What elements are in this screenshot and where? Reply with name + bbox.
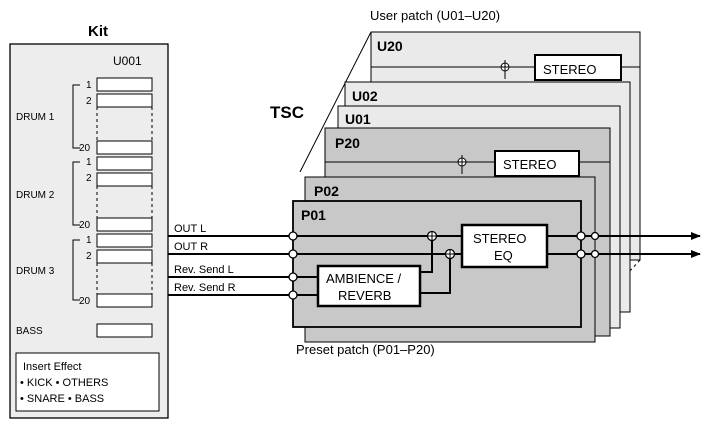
out-l-label: OUT L (174, 223, 206, 235)
drum1-num-20: 20 (79, 143, 91, 154)
reverb-out-l-route (420, 236, 433, 273)
rev-send-r-label: Rev. Send R (174, 282, 236, 294)
input-junctions (288, 231, 298, 300)
out-r-label: OUT R (174, 241, 208, 253)
patch-p02-label: P02 (314, 183, 339, 199)
sum-node-r (444, 248, 456, 260)
reverb-out-r-route (420, 254, 451, 294)
drum3-num-1: 1 (86, 235, 92, 246)
drum1-num-2: 2 (86, 96, 92, 107)
rev-send-l-label: Rev. Send L (174, 264, 234, 276)
insert-effect-box (15, 352, 160, 412)
output-junctions (576, 231, 600, 259)
p20-stereo-label: STEREO (503, 157, 556, 172)
drum3-bracket (72, 239, 80, 301)
stereo-eq-block (460, 223, 549, 269)
drum1-bracket (72, 84, 80, 149)
insert-effect-line1: • KICK • OTHERS (20, 377, 108, 389)
patch-u01-label: U01 (345, 111, 371, 127)
drum3-slot-1 (96, 233, 153, 248)
drum3-num-2: 2 (86, 251, 92, 262)
drum2-num-20: 20 (79, 220, 91, 231)
sum-node-l (426, 230, 438, 242)
drum2-group: 1 2 20 DRUM 2 (16, 156, 153, 232)
bass-label: BASS (16, 326, 43, 337)
drum1-slot-20 (96, 140, 153, 155)
drum1-label: DRUM 1 (16, 112, 55, 123)
drum1-slot-1 (96, 77, 153, 92)
drum3-slot-2 (96, 249, 153, 264)
ambience-label: AMBIENCE / (326, 271, 402, 286)
insert-effect-title: Insert Effect (23, 361, 82, 373)
drum1-num-1: 1 (86, 80, 92, 91)
drum1-slot-2 (96, 93, 153, 108)
patch-u02-label: U02 (352, 88, 378, 104)
kit-title: Kit (88, 23, 108, 40)
drum2-slot-2 (96, 172, 153, 187)
user-patch-caption: User patch (U01–U20) (370, 8, 500, 23)
reverb-label: REVERB (338, 288, 391, 303)
drum2-bracket (72, 161, 80, 226)
drum2-num-1: 1 (86, 157, 92, 168)
drum3-group: 1 2 20 DRUM 3 (16, 233, 153, 308)
u20-stereo-block (534, 54, 622, 81)
ambience-reverb-block (316, 264, 422, 308)
drum2-slot-20 (96, 217, 153, 232)
patch-p01-label: P01 (301, 207, 326, 223)
insert-effect-line2: • SNARE • BASS (20, 393, 104, 405)
patch-u20-label: U20 (377, 38, 403, 54)
u20-stereo-label: STEREO (543, 62, 596, 77)
drum2-label: DRUM 2 (16, 190, 55, 201)
drum3-num-20: 20 (79, 296, 91, 307)
patch-p20-label: P20 (335, 135, 360, 151)
tsc-label: TSC (270, 103, 304, 122)
drum1-group: 1 2 20 DRUM 1 (16, 77, 153, 155)
drum2-num-2: 2 (86, 173, 92, 184)
stereo-eq-label-1: STEREO (473, 231, 526, 246)
drum3-slot-20 (96, 293, 153, 308)
kit-header: U001 (113, 54, 142, 68)
stereo-eq-label-2: EQ (494, 248, 513, 263)
drum3-label: DRUM 3 (16, 266, 55, 277)
drum2-slot-1 (96, 156, 153, 171)
p20-stereo-block (494, 150, 580, 177)
bass-slot (96, 323, 153, 338)
preset-patch-caption: Preset patch (P01–P20) (296, 342, 435, 357)
